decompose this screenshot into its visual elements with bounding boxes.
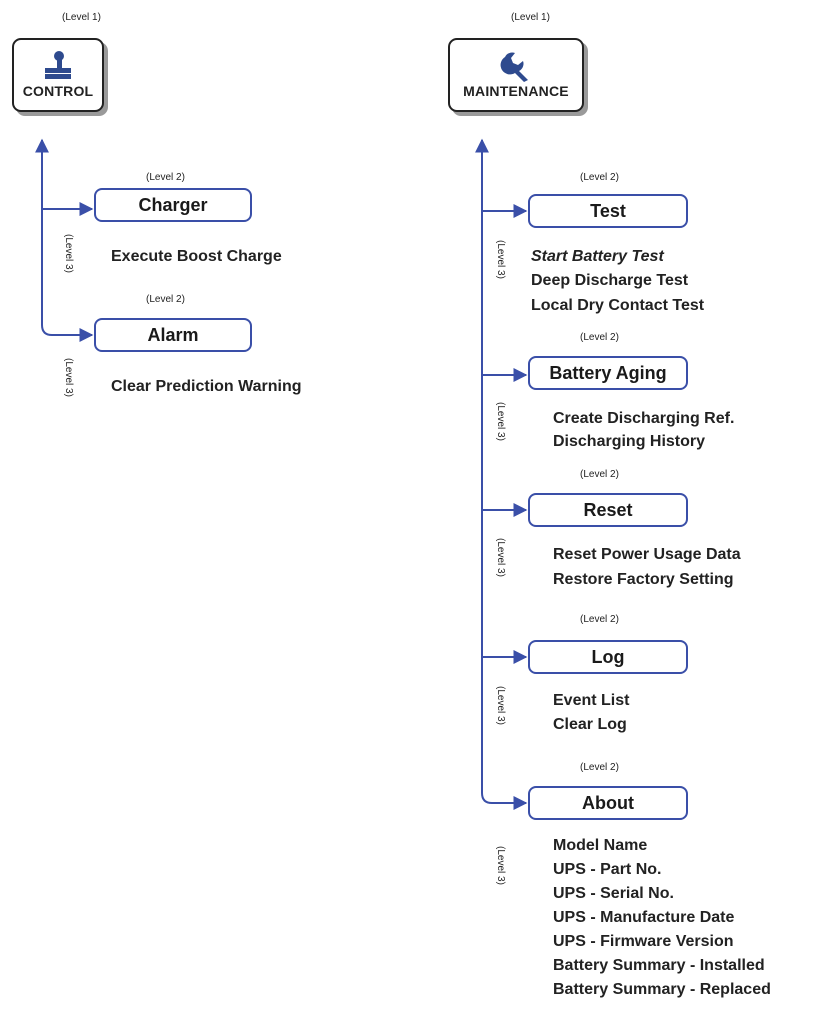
level-3-label: (Level 3)	[63, 358, 74, 397]
maintenance-branch-about	[481, 792, 528, 810]
level-2-label: (Level 2)	[580, 469, 619, 480]
menu-item-model-name: Model Name	[553, 837, 648, 854]
level-3-label: (Level 3)	[495, 846, 506, 885]
menu-item-battery-summary-replaced: Battery Summary - Replaced	[553, 981, 771, 998]
level-2-label: (Level 2)	[146, 172, 185, 183]
menu-item-clear-log: Clear Log	[553, 716, 627, 733]
menu-item-clear-prediction-warning: Clear Prediction Warning	[111, 378, 302, 395]
log-node: Log	[528, 640, 688, 674]
menu-item-deep-discharge-test: Deep Discharge Test	[531, 272, 689, 289]
level-2-label: (Level 2)	[146, 294, 185, 305]
menu-item-create-discharging-ref: Create Discharging Ref.	[553, 410, 735, 427]
menu-item-reset-power-usage-data: Reset Power Usage Data	[553, 546, 741, 563]
control-connectors	[35, 138, 94, 342]
level-2-label: (Level 2)	[580, 172, 619, 183]
menu-item-restore-factory-setting: Restore Factory Setting	[553, 571, 734, 588]
menu-item-battery-summary-installed: Battery Summary - Installed	[553, 957, 765, 974]
menu-item-event-list: Event List	[553, 692, 630, 709]
control-root-node: CONTROL	[12, 38, 104, 112]
menu-item-start-battery-test: Start Battery Test	[531, 248, 664, 265]
menu-item-ups-firmware-version: UPS - Firmware Version	[553, 933, 734, 950]
menu-item-ups-part-no: UPS - Part No.	[553, 861, 662, 878]
control-branch-alarm	[41, 324, 94, 342]
maintenance-connectors	[475, 138, 528, 810]
level-3-label: (Level 3)	[63, 234, 74, 273]
level-2-label: (Level 2)	[580, 762, 619, 773]
battery-aging-node: Battery Aging	[528, 356, 688, 390]
charger-node: Charger	[94, 188, 252, 222]
level-1-label: (Level 1)	[62, 12, 101, 23]
reset-node: Reset	[528, 493, 688, 527]
level-3-label: (Level 3)	[495, 240, 506, 279]
level-1-label: (Level 1)	[511, 12, 550, 23]
control-stamp-icon	[41, 49, 75, 86]
wrench-icon	[499, 49, 533, 88]
menu-item-execute-boost-charge: Execute Boost Charge	[111, 248, 282, 265]
about-node: About	[528, 786, 688, 820]
menu-item-local-dry-contact-test: Local Dry Contact Test	[531, 297, 705, 314]
control-title: CONTROL	[22, 83, 94, 99]
maintenance-title: MAINTENANCE	[463, 83, 569, 99]
test-node: Test	[528, 194, 688, 228]
alarm-node: Alarm	[94, 318, 252, 352]
menu-item-ups-serial-no: UPS - Serial No.	[553, 885, 674, 902]
level-3-label: (Level 3)	[495, 686, 506, 725]
level-3-label: (Level 3)	[495, 402, 506, 441]
maintenance-root-node: MAINTENANCE	[448, 38, 584, 112]
level-2-label: (Level 2)	[580, 332, 619, 343]
menu-item-discharging-history: Discharging History	[553, 433, 706, 450]
level-3-label: (Level 3)	[495, 538, 506, 577]
level-2-label: (Level 2)	[580, 614, 619, 625]
menu-item-ups-manufacture-date: UPS - Manufacture Date	[553, 909, 735, 926]
